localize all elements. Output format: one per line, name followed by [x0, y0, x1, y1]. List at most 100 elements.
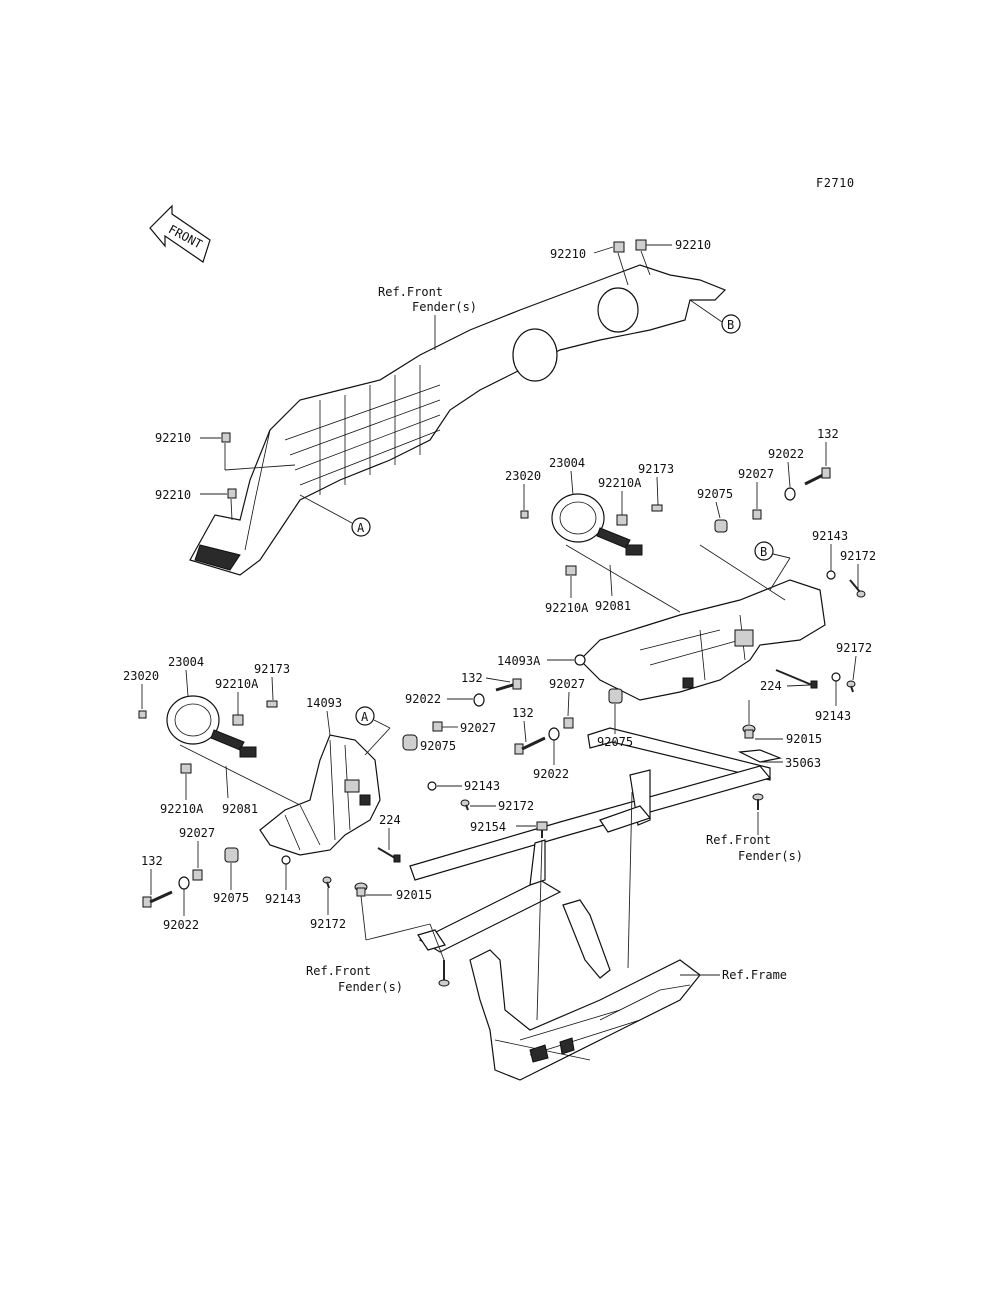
- ref-front-fender-right-2: Fender(s): [738, 849, 803, 863]
- nut-23020-left: [138, 710, 147, 719]
- label-92172-left-a: 92172: [498, 799, 534, 813]
- label-92143-left-b: 92143: [265, 892, 301, 906]
- label-92015-left: 92015: [396, 888, 432, 902]
- label-92210A-left-top: 92210A: [215, 677, 259, 691]
- callout-a-left: [355, 706, 375, 726]
- label-92172-left-b: 92172: [310, 917, 346, 931]
- label-224-left: 224: [379, 813, 401, 827]
- callout-a-top: [351, 517, 371, 537]
- label-14093A: 14093A: [497, 654, 541, 668]
- bracket-14093A: [579, 579, 826, 701]
- washer-92022-left: [178, 876, 190, 890]
- label-92022-center: 92022: [405, 692, 441, 706]
- collar-92027-center-a: [432, 721, 443, 732]
- label-92172-right-mid: 92172: [836, 641, 872, 655]
- ref-front-fender-right-1: Ref.Front: [706, 833, 771, 847]
- headlight-right: [551, 493, 643, 556]
- bolt-132-center: [495, 678, 522, 692]
- callout-b-top-label: B: [727, 318, 734, 332]
- label-92210A-left-bot: 92210A: [160, 802, 204, 816]
- label-23004-right: 23004: [549, 456, 585, 470]
- grommet-92015-right: [742, 724, 756, 739]
- bolt-fender-bottom: [438, 960, 450, 987]
- label-92027-center-b: 92027: [549, 677, 585, 691]
- front-cover-panel: [189, 264, 727, 576]
- label-92143-right-mid: 92143: [815, 709, 851, 723]
- bolt-224-right: [775, 669, 818, 689]
- label-92022-left: 92022: [163, 918, 199, 932]
- label-132-center: 132: [461, 671, 483, 685]
- clip-92173-left: [266, 700, 278, 708]
- bracket-14093: [259, 734, 381, 856]
- collar-92027-left: [192, 869, 203, 881]
- label-92210-left-1: 92210: [155, 431, 191, 445]
- front-arrow-icon: FRONT: [149, 204, 211, 263]
- label-92015-right: 92015: [786, 732, 822, 746]
- bushing-92075-center: [608, 688, 623, 704]
- label-92022-center-b: 92022: [533, 767, 569, 781]
- label-92210A-right-top: 92210A: [598, 476, 642, 490]
- nut-23020-right: [520, 510, 529, 519]
- bolt-132-right-top: [804, 467, 831, 486]
- clip-92173-right: [651, 504, 663, 512]
- label-92143-left-a: 92143: [464, 779, 500, 793]
- bushing-92075-right-top: [714, 519, 728, 533]
- label-92027-center-a: 92027: [460, 721, 496, 735]
- bushing-92075-left-b: [224, 847, 239, 863]
- grommet-92015-left: [354, 882, 368, 897]
- label-92027-right-top: 92027: [738, 467, 774, 481]
- label-92210-top-right: 92210: [675, 238, 711, 252]
- label-92154: 92154: [470, 820, 506, 834]
- screw-92172-left-b: [322, 876, 332, 889]
- frame-reference: [469, 899, 701, 1081]
- bolt-132-left: [142, 890, 173, 908]
- callout-b-top: [721, 314, 741, 334]
- washer-92022-center: [473, 693, 485, 707]
- clip-92210-top-left: [613, 241, 625, 253]
- bolt-92154: [536, 821, 548, 838]
- label-92081-left: 92081: [222, 802, 258, 816]
- bolt-224-left: [377, 847, 401, 863]
- ref-front-fender-top-2: Fender(s): [412, 300, 477, 314]
- label-23004-left: 23004: [168, 655, 204, 669]
- callout-b-right-label: B: [760, 545, 767, 559]
- label-35063: 35063: [785, 756, 821, 770]
- frame-35063: [409, 727, 783, 953]
- callout-a-left-label: A: [361, 710, 369, 724]
- label-23020-right: 23020: [505, 469, 541, 483]
- ref-front-fender-bottom-1: Ref.Front: [306, 964, 371, 978]
- screw-92172-right-mid: [846, 680, 856, 693]
- screw-92172-right-top: [849, 579, 866, 598]
- figure-id: F2710: [816, 176, 855, 190]
- label-92210-top-left: 92210: [550, 247, 586, 261]
- label-132-right-top: 132: [817, 427, 839, 441]
- clip-92210A-right-bot: [565, 565, 577, 576]
- clip-92210A-left-bot: [180, 763, 192, 774]
- bolt-132-center-b: [514, 736, 546, 755]
- label-92210A-right-bot: 92210A: [545, 601, 589, 615]
- label-92075-right-top: 92075: [697, 487, 733, 501]
- collar-92027-center-b: [563, 717, 574, 729]
- label-92022-right-top: 92022: [768, 447, 804, 461]
- clip-92210-top-right: [635, 239, 647, 251]
- collar-92027-right-top: [752, 509, 762, 520]
- ref-front-fender-top-1: Ref.Front: [378, 285, 443, 299]
- clip-92210-left-1: [221, 432, 231, 443]
- bolt-fender-right: [752, 793, 764, 810]
- washer-92143-right-mid: [831, 672, 841, 682]
- label-92027-left: 92027: [179, 826, 215, 840]
- label-92143-right-top: 92143: [812, 529, 848, 543]
- label-132-center-b: 132: [512, 706, 534, 720]
- clip-92210A-right-top: [616, 514, 628, 526]
- label-132-left: 132: [141, 854, 163, 868]
- label-92173-right: 92173: [638, 462, 674, 476]
- label-92075-center: 92075: [597, 735, 633, 749]
- ref-frame: Ref.Frame: [722, 968, 787, 982]
- label-224-right: 224: [760, 679, 782, 693]
- clip-92210A-left-top: [232, 714, 244, 726]
- clip-92210-left-2: [227, 488, 237, 499]
- label-23020-left: 23020: [123, 669, 159, 683]
- washer-92143-right-top: [826, 570, 836, 580]
